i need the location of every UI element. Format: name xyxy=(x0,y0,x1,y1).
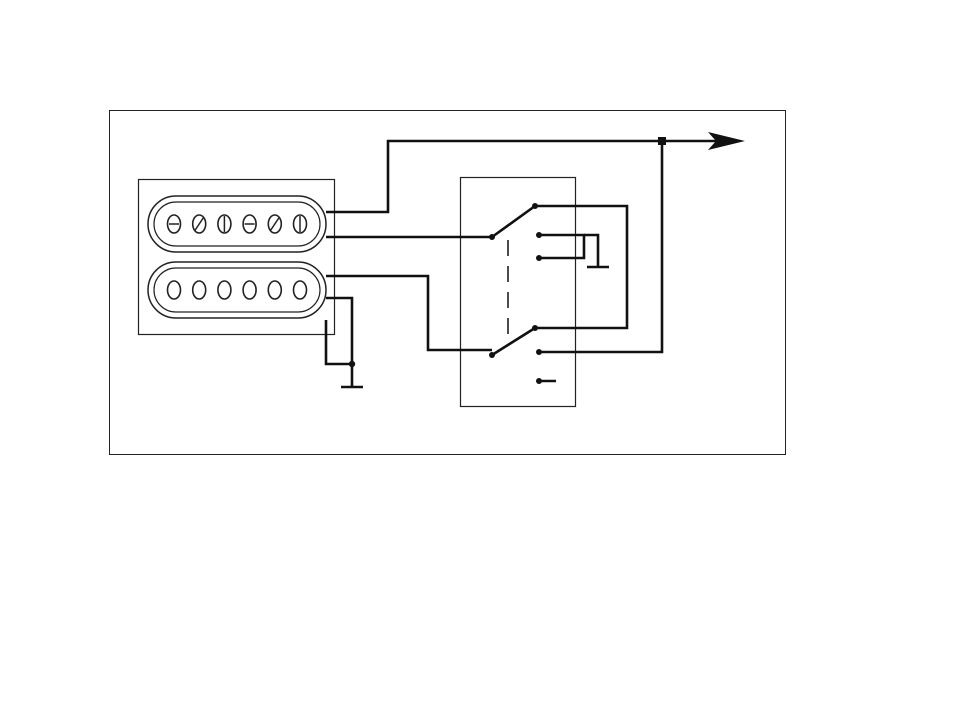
output-junction xyxy=(658,137,666,145)
wire-hot-to-output xyxy=(326,139,720,214)
arrow-right-icon xyxy=(708,132,745,150)
switch-terminal xyxy=(489,234,495,240)
wire-ground-stub xyxy=(324,320,354,386)
switch-terminal xyxy=(536,255,542,261)
coil-1-screw-slot xyxy=(194,217,204,231)
coil-2-bobbin xyxy=(147,261,327,319)
switch-terminal xyxy=(532,203,538,209)
ground-junction xyxy=(348,360,356,368)
wire-throw-b2-to-output xyxy=(539,141,664,354)
coil-2-pole-piece xyxy=(217,280,232,300)
wire-coil2-to-switch-common xyxy=(326,274,492,352)
coil-2-pole-piece xyxy=(166,280,182,300)
pickup-housing xyxy=(137,178,336,336)
switch-terminal xyxy=(489,352,495,358)
wire-ground-lead xyxy=(326,296,354,364)
switch-terminals xyxy=(489,203,542,384)
coil-1-inner xyxy=(153,201,321,247)
junctions xyxy=(348,137,666,368)
coil-1-screw-slot xyxy=(270,217,280,231)
switch-blade-pole-b xyxy=(491,326,536,357)
switch-terminal xyxy=(532,325,538,331)
wire-ground-2-drop xyxy=(584,233,600,266)
switch-terminal xyxy=(536,349,542,355)
coil-2-inner xyxy=(153,267,321,313)
coil-2-pole-piece xyxy=(242,280,257,300)
wire-throw-a2-a3-ground xyxy=(539,233,586,260)
switch-terminal xyxy=(536,378,542,384)
switch-blades xyxy=(491,204,536,357)
wire-throw-a1-to-b1 xyxy=(535,204,629,330)
switch-body xyxy=(459,176,577,408)
switch-blade-pole-a xyxy=(491,204,536,239)
coil-2-pole-piece xyxy=(191,280,207,300)
diagram-frame xyxy=(109,110,786,455)
coil-2 xyxy=(147,261,327,319)
coil-2-pole-pieces xyxy=(166,280,308,300)
coil-2-pole-piece xyxy=(292,280,308,300)
coil-1-pole-pieces xyxy=(166,214,308,234)
coil-1-bobbin xyxy=(147,195,327,253)
wires xyxy=(324,139,720,386)
switch-terminal xyxy=(536,232,542,238)
coil-1 xyxy=(147,195,327,253)
coil-2-pole-piece xyxy=(267,280,283,300)
